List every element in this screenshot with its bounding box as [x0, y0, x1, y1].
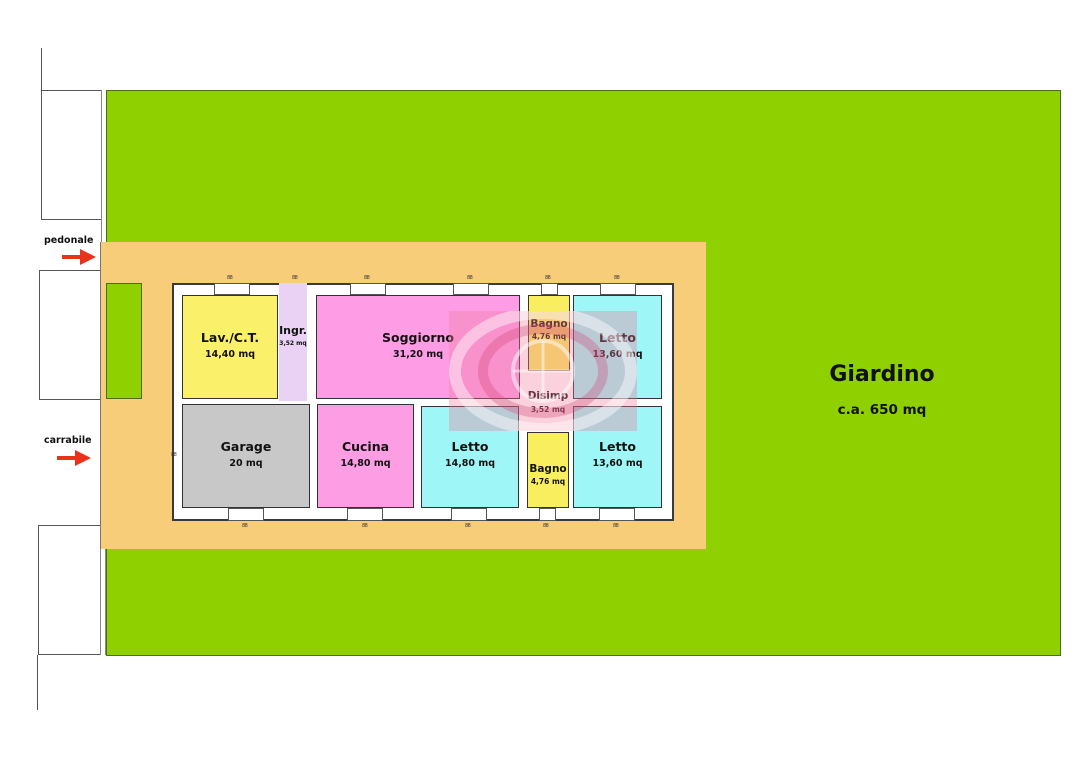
window [347, 508, 383, 521]
window-code: 88 [543, 523, 549, 529]
room-area: 14,80 mq [340, 458, 391, 469]
room-bagno-bottom: Bagno 4,76 mq [527, 432, 569, 508]
room-name: Cucina [341, 439, 390, 454]
window-code: 88 [545, 275, 551, 281]
window-code: 88 [613, 523, 619, 529]
window [350, 283, 386, 295]
driveway-arrow-icon [57, 450, 91, 466]
window [599, 508, 635, 521]
room-letto-top-right: Letto 13,60 mq [573, 295, 662, 399]
room-area: 13,60 mq [592, 349, 643, 360]
room-ingr: Ingr. 3,52 mq [279, 283, 307, 401]
driveway-access-label: carrabile [44, 435, 92, 446]
room-area: 3,52 mq [279, 340, 307, 347]
neighbor-plot-top [41, 90, 103, 220]
pedestrian-access-label: pedonale [44, 235, 94, 246]
room-name: Soggiorno [381, 330, 454, 345]
room-area: 20 mq [229, 458, 263, 469]
window-code: 88 [242, 523, 248, 529]
window [228, 508, 264, 521]
property-line-left-bottom [37, 655, 38, 710]
window-code: 88 [614, 275, 620, 281]
window [214, 283, 250, 295]
room-disimp: Disimp 3,52 mq [520, 380, 576, 430]
room-name: Ingr. [279, 324, 307, 337]
garden-area: c.a. 650 mq [837, 402, 927, 418]
window-code: 88 [362, 523, 368, 529]
garden-name: Giardino [829, 362, 935, 387]
room-name: Letto [599, 330, 636, 345]
room-area: 13,60 mq [592, 458, 643, 469]
room-name: Letto [599, 439, 636, 454]
room-area: 4,76 mq [531, 332, 567, 341]
room-name: Letto [451, 439, 489, 454]
pedestrian-arrow-icon [62, 249, 96, 265]
room-name: Bagno [529, 463, 567, 475]
room-name: Disimp [527, 390, 569, 402]
window [451, 508, 487, 521]
window-code: 88 [171, 452, 177, 458]
room-area: 14,80 mq [444, 458, 496, 469]
neighbor-plot-middle [39, 270, 103, 400]
window [541, 283, 558, 295]
window-code: 88 [292, 275, 298, 281]
room-letto-bottom-right: Letto 13,60 mq [573, 406, 662, 508]
room-soggiorno: Soggiorno 31,20 mq [316, 295, 520, 399]
window-code: 88 [465, 523, 471, 529]
room-area: 4,76 mq [530, 477, 566, 486]
room-garage: Garage 20 mq [182, 404, 310, 508]
room-letto-bottom-middle: Letto 14,80 mq [421, 406, 519, 508]
room-area: 31,20 mq [392, 349, 444, 360]
neighbor-plot-bottom [38, 525, 102, 655]
room-bagno-top: Bagno 4,76 mq [528, 295, 570, 371]
room-name: Bagno [530, 318, 568, 330]
window-code: 88 [364, 275, 370, 281]
room-area: 3,52 mq [530, 405, 566, 414]
fence-bottom [100, 508, 106, 655]
window [539, 508, 556, 521]
room-cucina: Cucina 14,80 mq [317, 404, 414, 508]
room-name: Garage [220, 439, 272, 454]
room-area: 14,40 mq [204, 349, 256, 360]
garden-strip [106, 283, 142, 399]
window [453, 283, 489, 295]
window-code: 88 [227, 275, 233, 281]
room-lav: Lav./C.T. 14,40 mq [182, 295, 278, 399]
window-code: 88 [467, 275, 473, 281]
window [600, 283, 636, 295]
room-name: Lav./C.T. [200, 330, 260, 345]
